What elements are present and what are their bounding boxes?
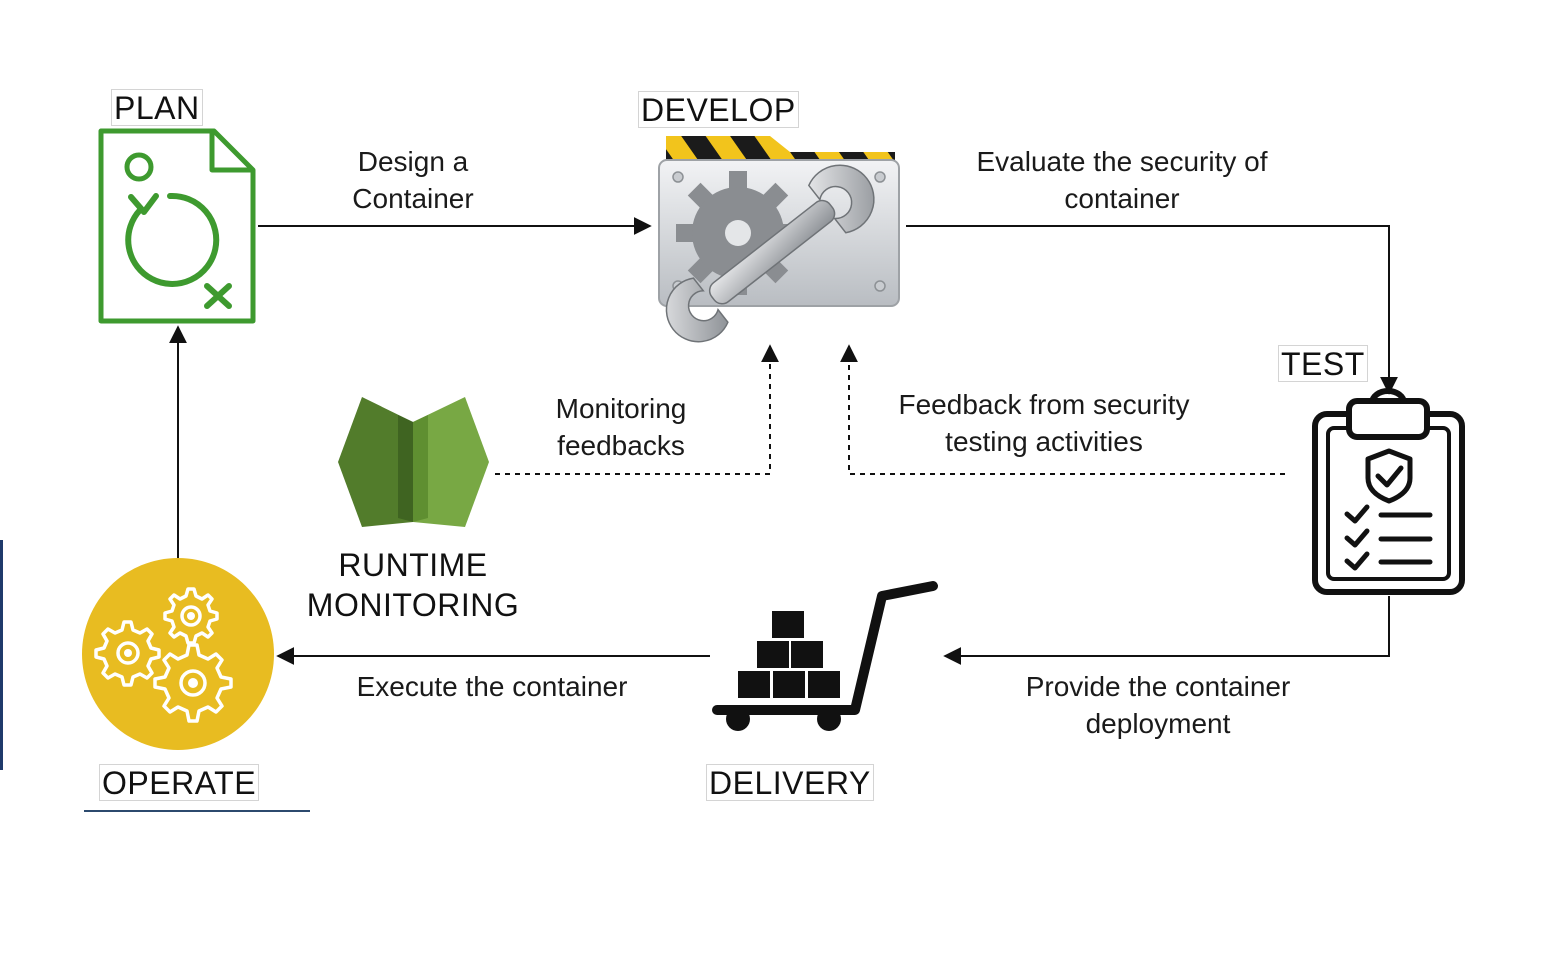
provide-label-line1: Provide the container: [1025, 671, 1291, 702]
edge-test-delivery: [943, 596, 1390, 665]
edge-label-feedback: Feedback from security testing activitie…: [868, 387, 1220, 461]
hand-truck-boxes-icon: [712, 581, 938, 731]
gear-wrench-folder-icon: [658, 136, 900, 343]
feedback-label-line2: testing activities: [945, 425, 1143, 457]
feedback-label-line1: Feedback from security: [898, 389, 1190, 420]
monitoring-label-line1: Monitoring: [555, 393, 687, 424]
evaluate-label-line1: Evaluate the security of: [976, 146, 1268, 177]
stage-label-develop: DEVELOP: [638, 91, 799, 128]
runtime-label-line1: RUNTIME: [338, 547, 488, 583]
refresh-document-icon: [98, 128, 256, 324]
left-edge-bar: [0, 540, 3, 770]
stage-label-operate: OPERATE: [99, 764, 260, 801]
stage-label-plan: PLAN: [111, 89, 203, 126]
edge-label-execute: Execute the container: [356, 671, 628, 702]
evaluate-label-line2: container: [1064, 182, 1180, 214]
gears-circle-icon: [82, 558, 274, 750]
edge-label-design: Design a Container: [330, 144, 496, 218]
stage-label-test: TEST: [1278, 345, 1368, 382]
hexagon-split-icon: [338, 397, 489, 527]
stage-label-delivery: DELIVERY: [706, 764, 874, 801]
design-label-line2: Container: [352, 182, 474, 214]
edge-test-develop: [840, 344, 1285, 475]
edge-label-monitoring: Monitoring feedbacks: [536, 391, 706, 465]
edge-label-provide: Provide the container deployment: [1000, 669, 1316, 743]
edge-runtime-develop: [495, 344, 779, 475]
runtime-label-line2: MONITORING: [306, 587, 520, 624]
edge-develop-test: [906, 225, 1398, 395]
stage-label-runtime: RUNTIME MONITORING: [298, 545, 528, 626]
provide-label-line2: deployment: [1085, 707, 1231, 739]
design-label-line1: Design a: [357, 146, 469, 177]
edge-label-evaluate: Evaluate the security of container: [950, 144, 1294, 218]
checklist-clipboard-icon: [1312, 388, 1465, 595]
monitoring-label-line2: feedbacks: [557, 429, 685, 461]
